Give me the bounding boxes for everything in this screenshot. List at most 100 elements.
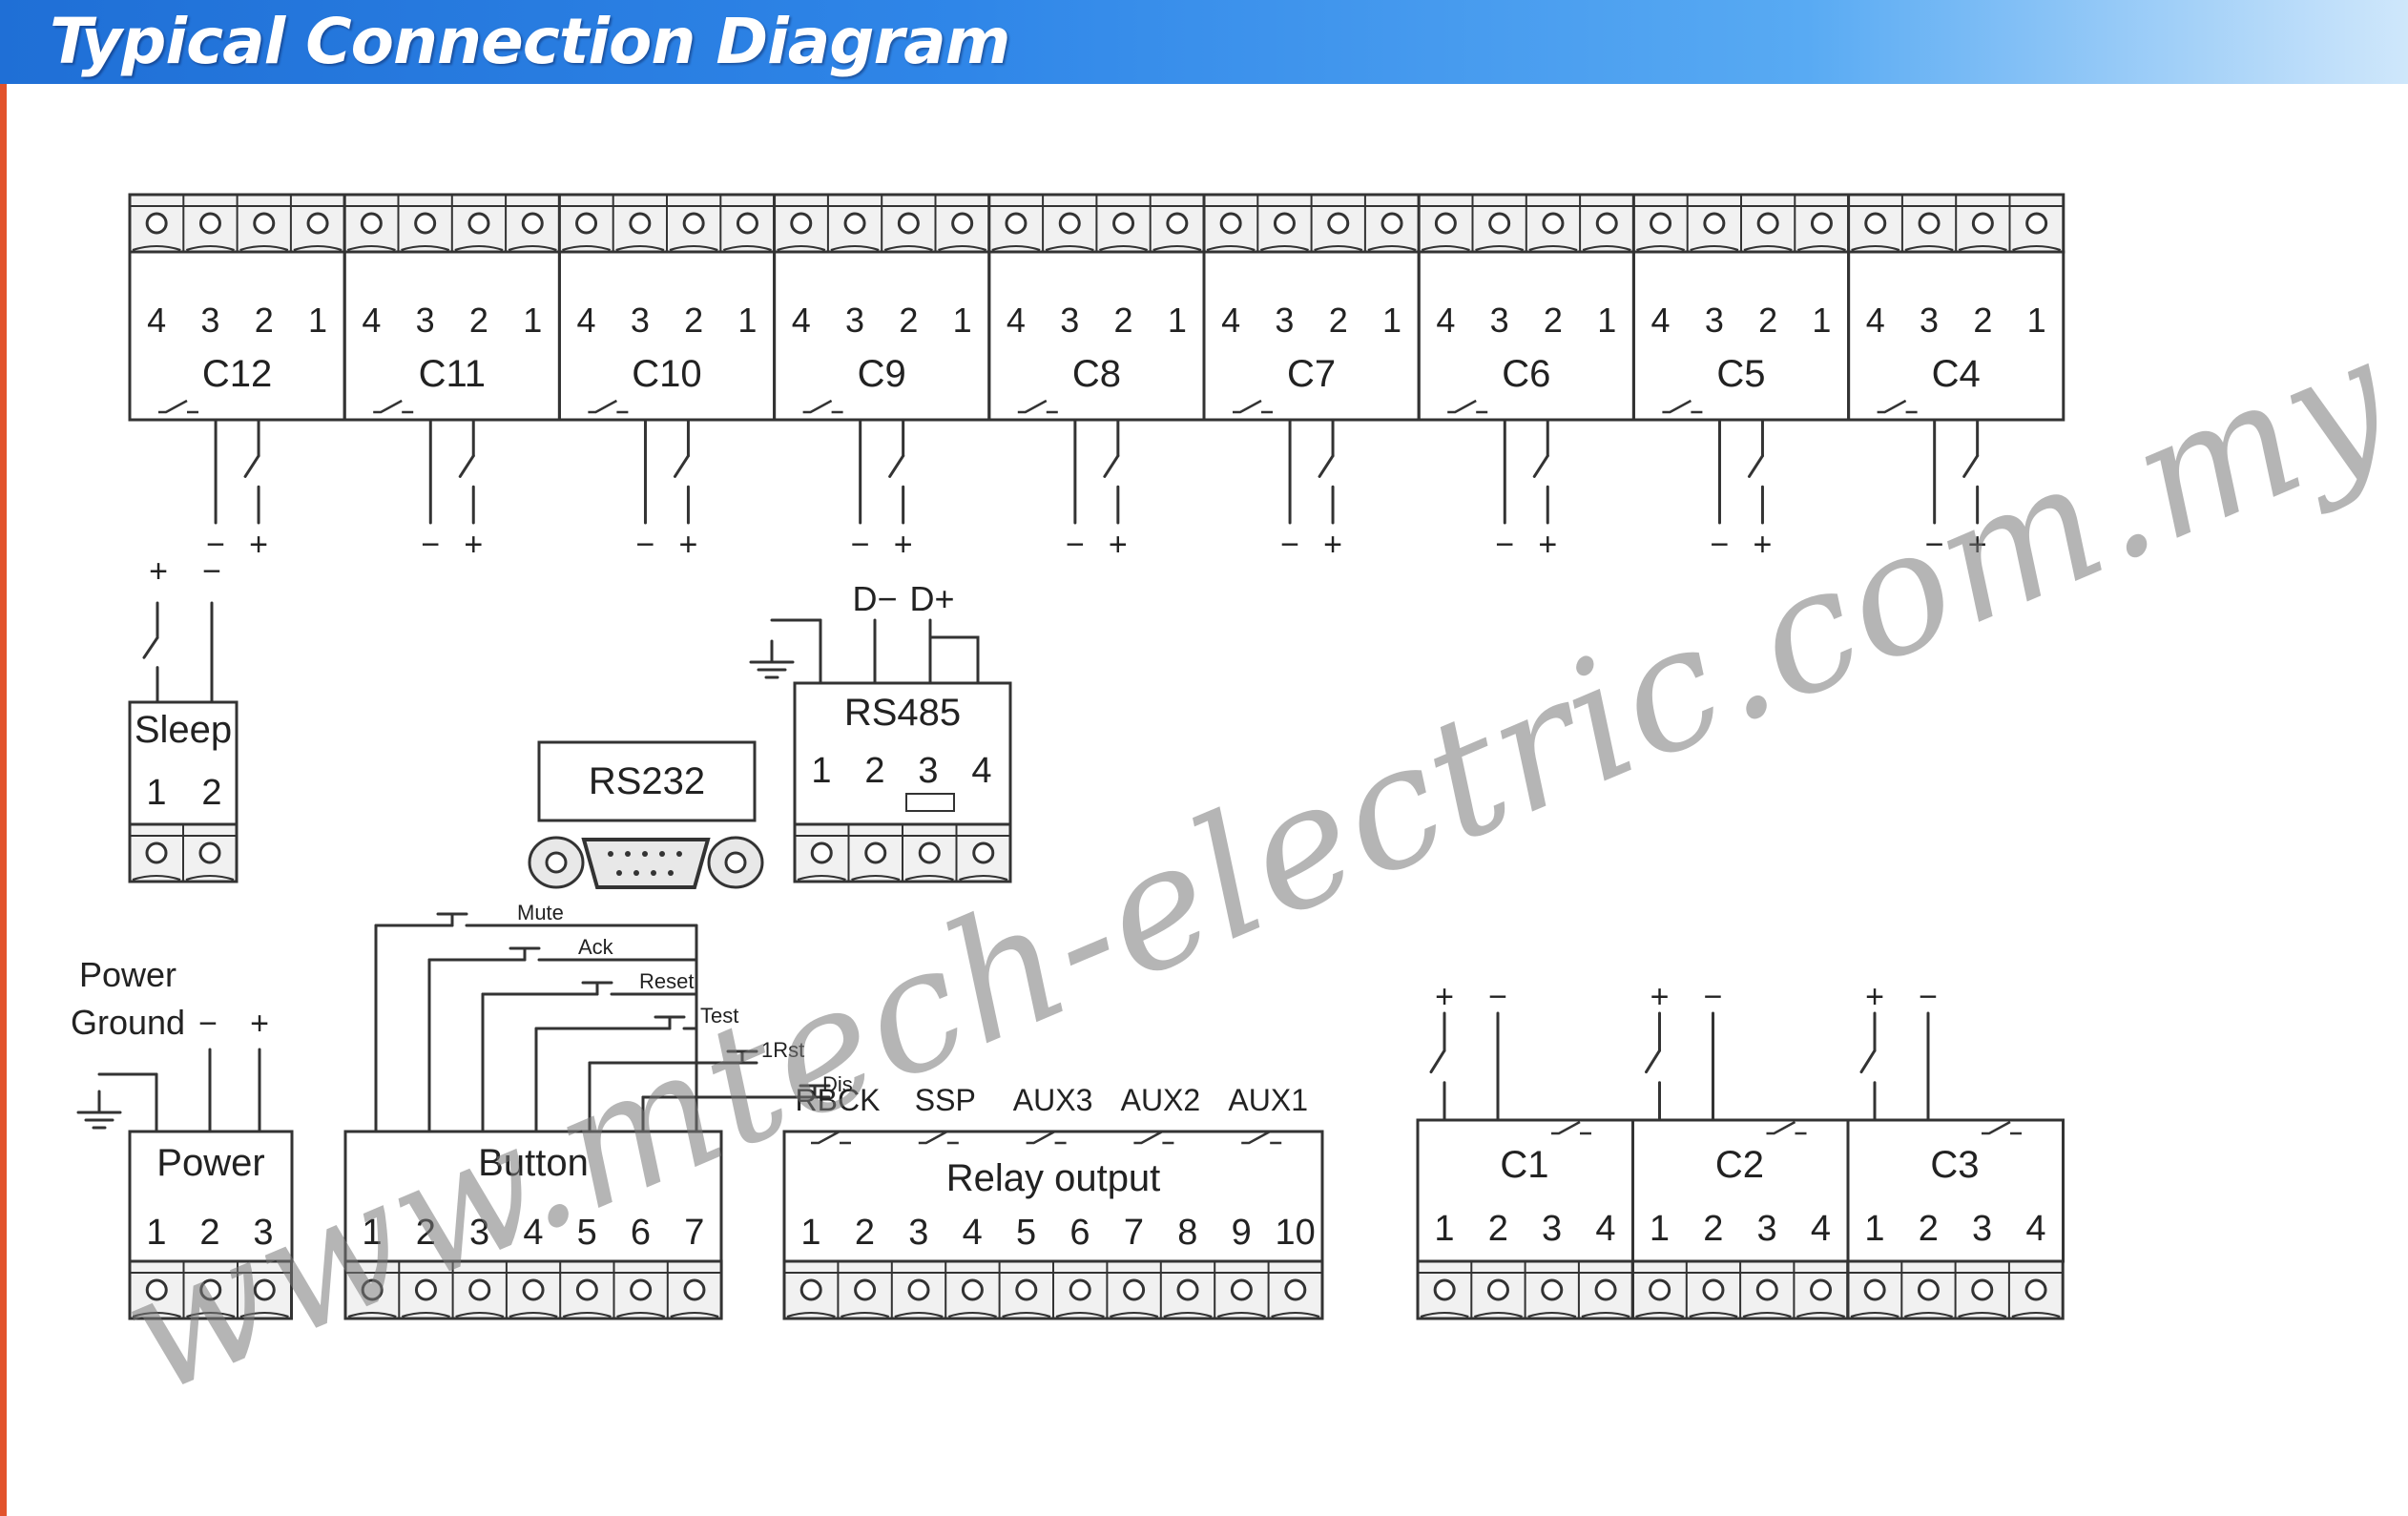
terminal-screw: [1005, 212, 1028, 235]
pin-label: 4: [792, 301, 811, 340]
terminal-notch: [1421, 245, 1470, 251]
pin-label: 3: [253, 1213, 273, 1253]
terminal-screw: [897, 212, 920, 235]
pin-label: 2: [1973, 301, 1992, 340]
terminal-screw: [1488, 212, 1511, 235]
terminal-notch: [401, 245, 450, 251]
terminal-screw: [630, 1278, 653, 1301]
pin-label: 4: [1595, 1209, 1615, 1249]
pin-label: 1: [800, 1213, 820, 1253]
terminal-screw: [918, 841, 941, 864]
pin-label: 4: [1651, 301, 1671, 340]
pin-label: 4: [1866, 301, 1885, 340]
terminal-screw: [253, 212, 276, 235]
terminal-notch: [1475, 245, 1525, 251]
switch-label: Dis: [822, 1072, 853, 1096]
termination-link: [930, 635, 980, 683]
terminal-screw: [360, 212, 383, 235]
pin-label: 1: [146, 1213, 166, 1253]
terminal-notch: [1796, 1312, 1846, 1318]
terminal-screw: [799, 1278, 822, 1301]
db9-pin-icon: [668, 870, 674, 876]
terminal-notch: [1420, 1312, 1469, 1318]
terminal-notch: [509, 1312, 558, 1318]
terminal-screw: [1123, 1278, 1146, 1301]
plus-sign: +: [1865, 979, 1884, 1015]
terminal-notch: [1903, 1312, 1953, 1318]
minus-sign: −: [1704, 979, 1723, 1015]
relay-contact-icon: [1017, 399, 1058, 414]
pin-label: 4: [523, 1213, 543, 1253]
plus-sign: +: [1754, 527, 1773, 563]
minus-sign: −: [851, 527, 870, 563]
plus-sign: +: [679, 527, 698, 563]
terminal-screw: [1594, 1278, 1617, 1301]
power-note: Ground: [71, 1003, 185, 1042]
pin-label: 1: [146, 773, 166, 813]
terminal-notch: [346, 245, 396, 251]
pin-label: 1: [811, 751, 831, 791]
pin-label: 1: [1382, 301, 1401, 340]
pin-label: 1: [308, 301, 327, 340]
terminal-notch: [615, 245, 665, 251]
pin-label: 3: [1490, 301, 1509, 340]
switch-blade: [1645, 1049, 1661, 1074]
pin-label: 2: [255, 301, 274, 340]
relay-contact-icon: [1877, 399, 1918, 414]
data-line-label: D−: [852, 579, 897, 618]
terminal-notch: [1958, 1312, 2007, 1318]
plus-sign: +: [1435, 979, 1454, 1015]
switch-blade: [1103, 454, 1120, 478]
channel-label: C10: [632, 353, 701, 395]
terminal-notch: [562, 1312, 612, 1318]
terminal-screw: [1702, 1278, 1725, 1301]
terminal-screw: [1176, 1278, 1199, 1301]
plus-sign: +: [149, 553, 168, 590]
pin-label: 2: [1329, 301, 1348, 340]
terminal-screw: [521, 212, 544, 235]
db9-screw-icon: [724, 851, 747, 874]
terminal-screw: [1918, 212, 1941, 235]
terminal-notch: [185, 245, 235, 251]
terminal-notch: [1528, 245, 1578, 251]
channel-label: C2: [1715, 1144, 1764, 1186]
terminal-notch: [1473, 1312, 1523, 1318]
relay-output-label: AUX2: [1121, 1083, 1201, 1117]
db9-pin-icon: [625, 851, 631, 857]
relay-output-label: AUX3: [1013, 1083, 1093, 1117]
pin-label: 1: [1597, 301, 1616, 340]
relay-output-label: AUX1: [1228, 1083, 1308, 1117]
pin-label: 4: [971, 751, 991, 791]
pin-label: 6: [631, 1213, 651, 1253]
terminal-screw: [522, 1278, 545, 1301]
terminal-notch: [454, 245, 504, 251]
plus-sign: +: [250, 1006, 269, 1042]
terminal-screw: [1112, 212, 1135, 235]
terminal-screw: [1864, 212, 1887, 235]
channel-label: C1: [1500, 1144, 1548, 1186]
relay-contact-icon: [1233, 399, 1273, 414]
terminal-notch: [1582, 245, 1631, 251]
relay-contact-icon: [1026, 1130, 1067, 1145]
terminal-screw: [1703, 212, 1726, 235]
db9-pin-icon: [651, 870, 656, 876]
terminal-screw: [1810, 1278, 1833, 1301]
pin-label: 2: [1114, 301, 1133, 340]
terminal-notch: [777, 245, 826, 251]
minus-sign: −: [198, 1006, 218, 1042]
terminal-notch: [1636, 245, 1686, 251]
terminal-notch: [851, 875, 901, 881]
pin-label: 3: [1060, 301, 1079, 340]
switch-blade: [142, 635, 159, 659]
terminal-screw: [1380, 212, 1403, 235]
relay-contact-icon: [1447, 399, 1488, 414]
pin-label: 3: [631, 301, 650, 340]
terminal-screw: [145, 841, 168, 864]
channel-label: C12: [202, 353, 272, 395]
minus-sign: −: [636, 527, 655, 563]
plus-sign: +: [1109, 527, 1128, 563]
plus-sign: +: [1650, 979, 1670, 1015]
switch-blade: [1859, 1049, 1877, 1074]
terminal-screw: [1327, 212, 1350, 235]
relay-contact-icon: [1241, 1130, 1282, 1145]
